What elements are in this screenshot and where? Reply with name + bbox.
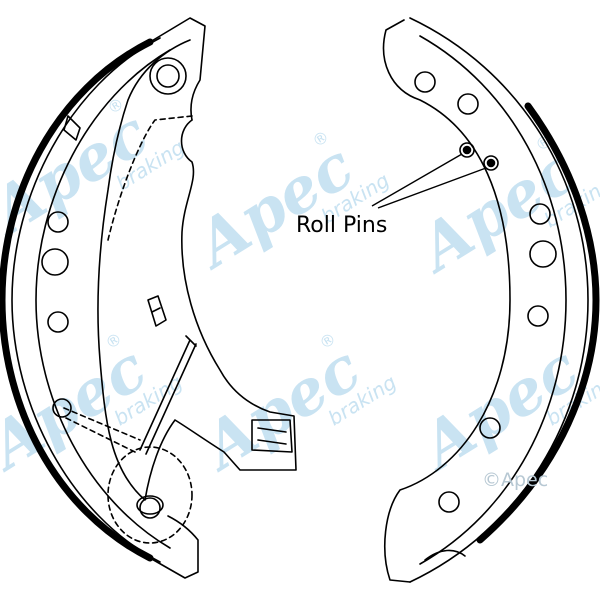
- watermark-left-lower: Apec braking ®: [0, 329, 187, 486]
- right-hole-2: [457, 93, 479, 115]
- left-notch: [63, 115, 81, 141]
- right-friction-lining: [476, 102, 600, 544]
- right-shoe-rim-inner: [419, 35, 567, 565]
- left-shoe-web: [97, 39, 297, 501]
- right-end-notch: [424, 549, 466, 561]
- roll-pins-callout: Roll Pins: [296, 153, 487, 238]
- left-lever-dashed: [107, 115, 193, 241]
- roll-pins-label: Roll Pins: [296, 213, 387, 238]
- roll-pin-1-inner: [462, 145, 472, 155]
- watermark-center-lower: Apec braking ®: [187, 329, 401, 486]
- watermark-right-upper: Apec braking ®: [403, 131, 600, 288]
- left-lever-dashed-lower: [63, 407, 141, 453]
- left-anchor-eye-inner: [156, 64, 180, 88]
- left-adjuster-dashed: [107, 446, 193, 544]
- left-hole-5: [139, 497, 161, 519]
- left-hole-3: [47, 311, 69, 333]
- left-shoe-top-tip: [149, 17, 206, 121]
- roll-pin-1-outer: [459, 142, 475, 158]
- right-hole-7: [438, 491, 460, 513]
- right-hole-6: [479, 417, 501, 439]
- copyright-text: ©Apec: [482, 469, 548, 491]
- roll-pin-2-inner: [486, 158, 496, 168]
- left-lever-slot: [136, 495, 164, 515]
- watermark-center-upper: Apec braking ®: [180, 127, 394, 284]
- right-hole-5: [527, 305, 549, 327]
- roll-pin-2-outer: [483, 155, 499, 171]
- callout-leader-1: [371, 153, 463, 207]
- callout-leader-2: [377, 167, 487, 209]
- left-anchor-eye-outer: [149, 57, 187, 95]
- left-shoe-bottom-tip: [149, 515, 199, 579]
- left-hole-4: [52, 398, 72, 418]
- left-brake-shoe: [0, 17, 297, 579]
- right-hole-3: [529, 203, 551, 225]
- right-shoe-web: [382, 19, 511, 583]
- left-strut: [139, 335, 197, 455]
- right-shoe-outer-edge: [409, 17, 589, 583]
- left-friction-lining: [0, 38, 154, 562]
- left-key-pin: [147, 295, 167, 327]
- right-hole-1: [414, 71, 436, 93]
- right-hole-4: [529, 240, 557, 268]
- right-brake-shoe: [382, 17, 600, 583]
- left-shoe-rim-inner: [35, 49, 171, 549]
- left-hole-1: [47, 211, 69, 233]
- left-hole-2: [41, 248, 69, 276]
- left-shoe-outer-edge: [11, 37, 161, 563]
- left-cable-fitting: [251, 419, 293, 453]
